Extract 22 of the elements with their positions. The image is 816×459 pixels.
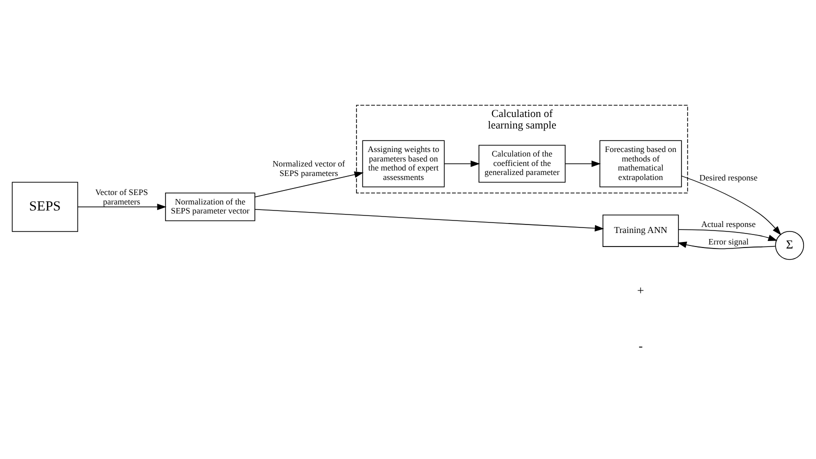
node-circle: Σ (775, 230, 804, 260)
node-box: Forecasting based on methods of mathematical extrapolation (599, 140, 682, 187)
edge-label: Actual response (701, 218, 756, 228)
edge-label: Error signal (708, 236, 749, 246)
arrow (565, 160, 601, 166)
arrow (254, 208, 604, 231)
node-box: Training ANN (602, 214, 679, 246)
label: - (638, 338, 643, 352)
arrow (444, 160, 480, 166)
arrow (678, 228, 778, 240)
edge-label: Desired response (699, 172, 758, 182)
label: + (637, 283, 644, 298)
edge-label: Vector of SEPS parameters (95, 186, 148, 206)
edge-label: Normalized vector of SEPS parameters (272, 158, 345, 178)
node-box: SEPS (12, 181, 78, 232)
node-box: Calculation of the coefficient of the generalized parameter (478, 144, 566, 182)
arrow (78, 203, 166, 210)
arrow (677, 241, 776, 249)
arrow (254, 170, 364, 197)
arrow (681, 175, 782, 235)
node-box: Normalization of the SEPS parameter vector (165, 192, 256, 221)
node-box: Assigning weights to parameters based on the method of expert assessments (362, 140, 445, 187)
